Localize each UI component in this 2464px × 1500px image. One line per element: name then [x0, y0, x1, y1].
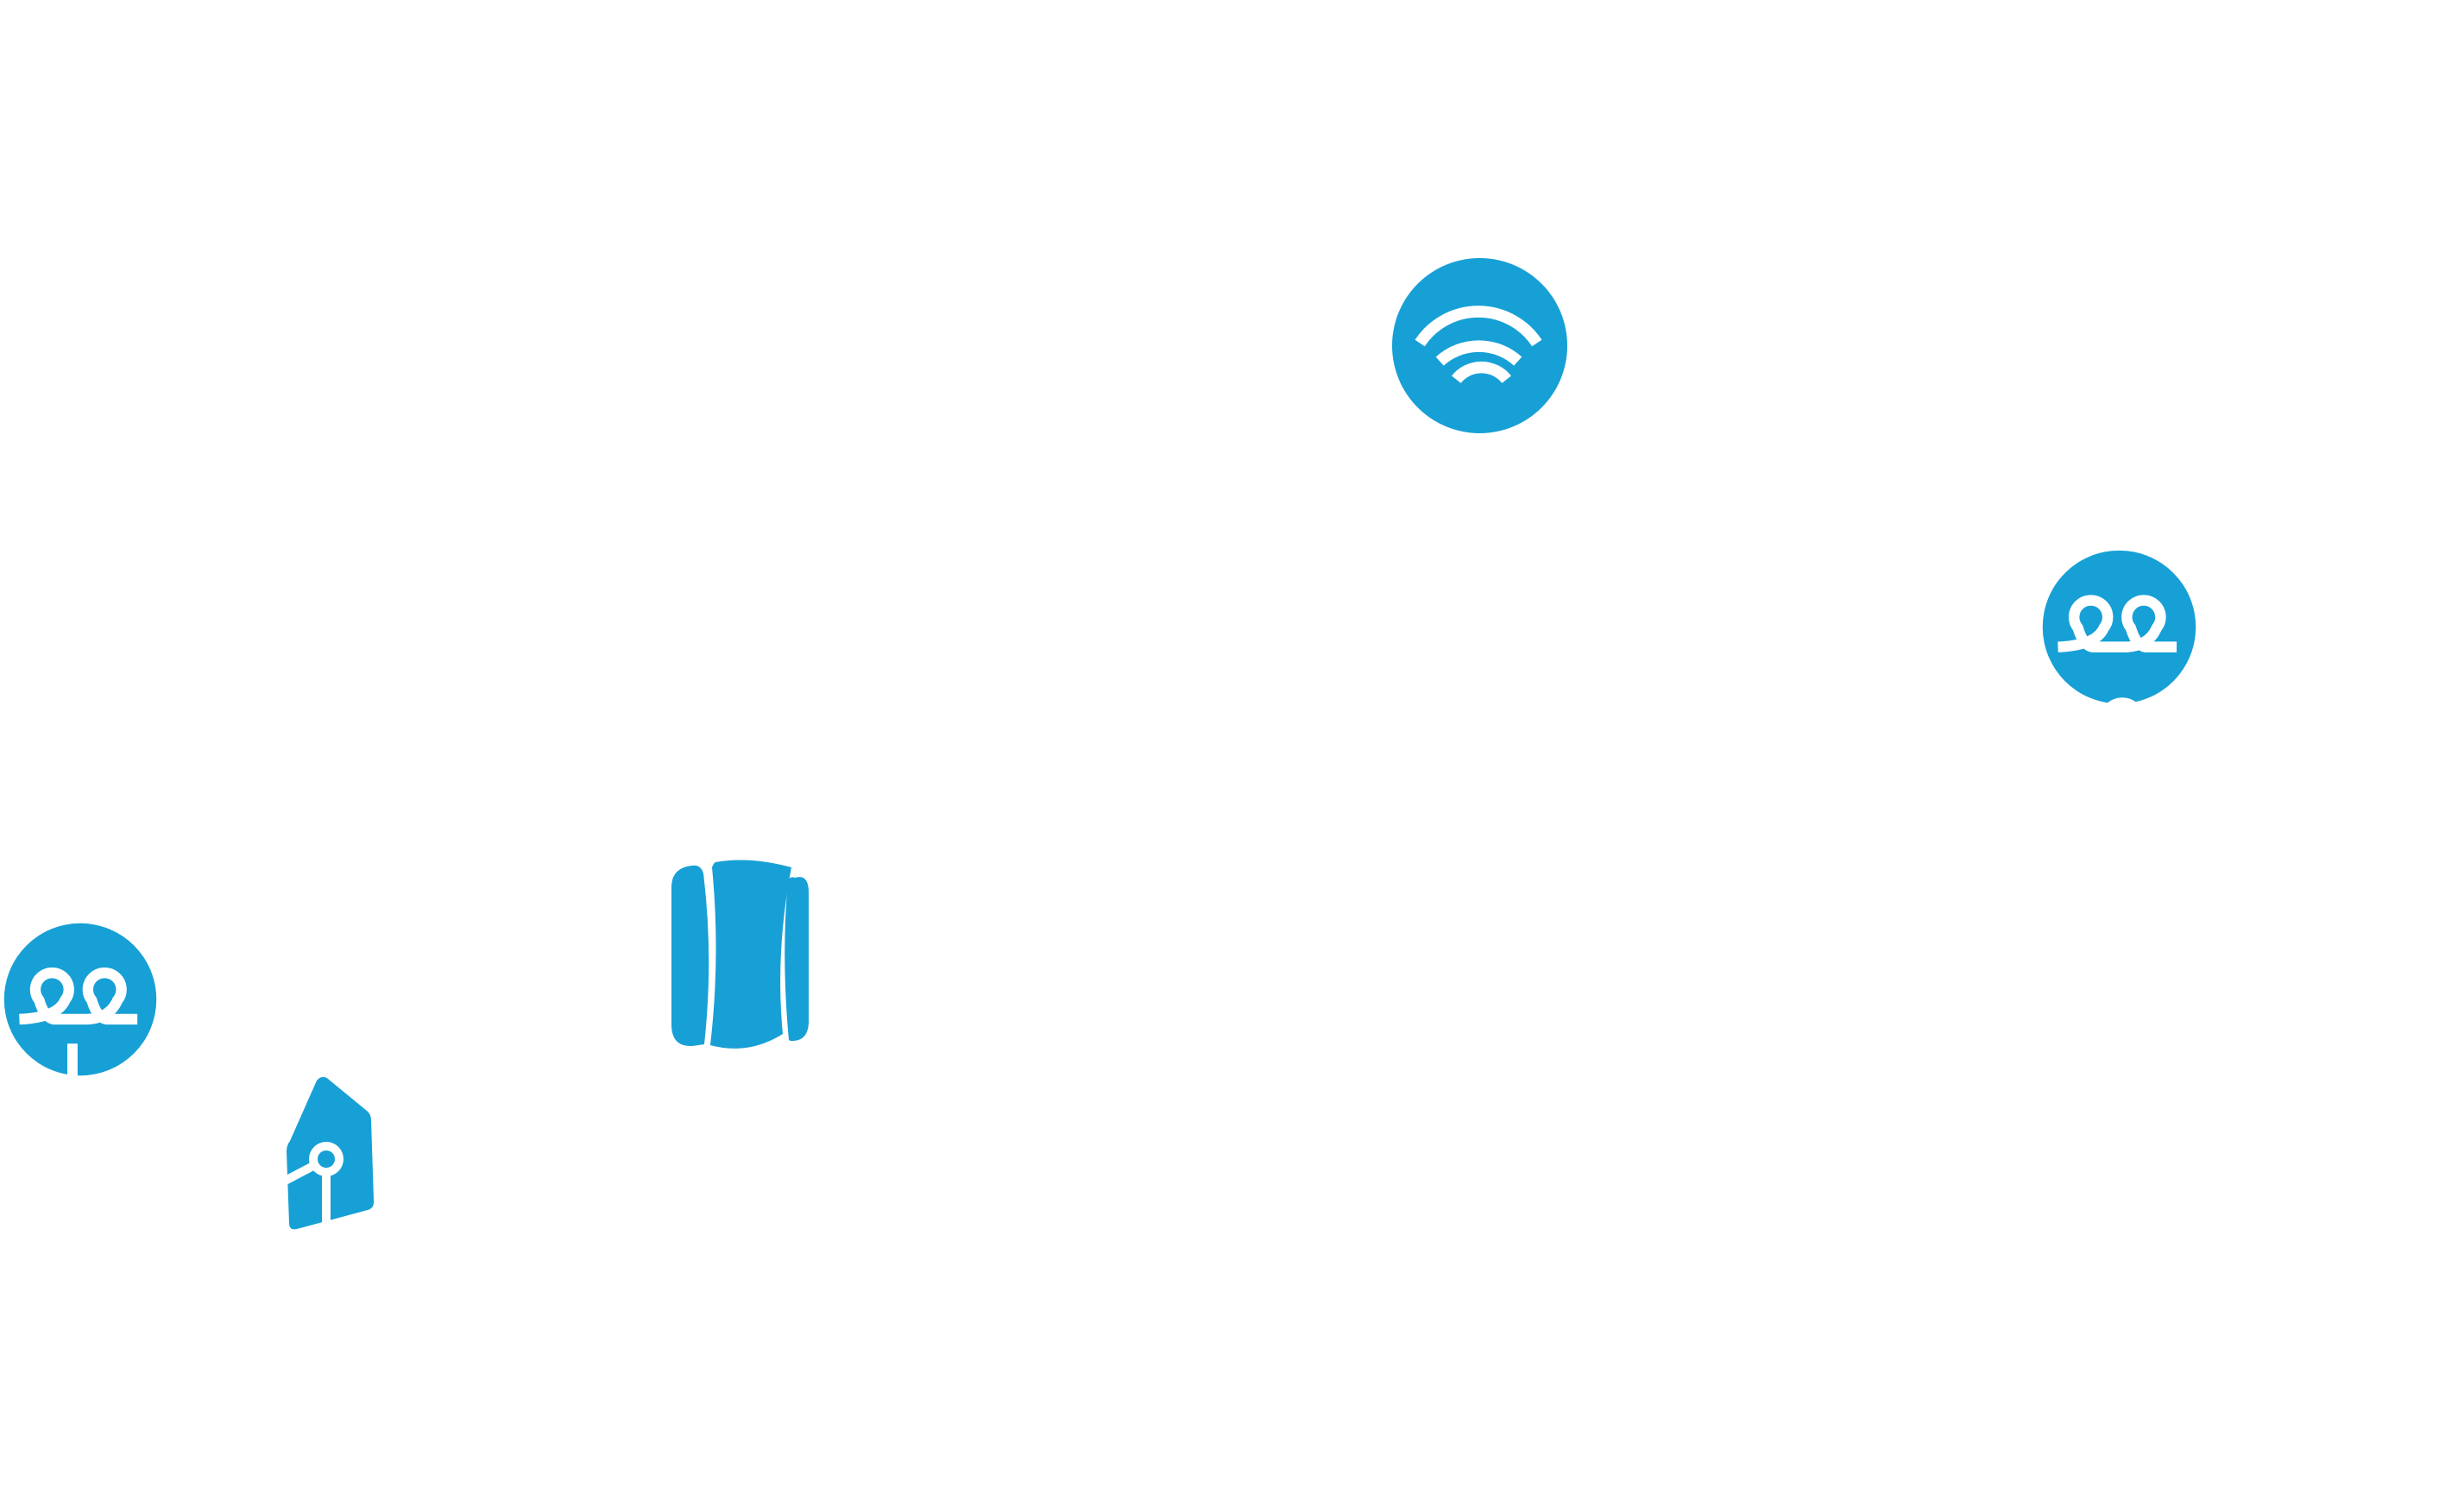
triple-pillar-icon: [671, 860, 809, 1049]
double-loop-squiggle-icon: [2042, 550, 2196, 727]
wifi-wave-middle: [1435, 340, 1522, 366]
bottom-notch-cutout: [2099, 697, 2146, 727]
double-loop-squiggle-icon: [3, 923, 157, 1077]
pin-node-icon: [279, 1076, 375, 1233]
wifi-wave-inner: [1452, 361, 1511, 384]
pin-node-center-dot: [318, 1150, 335, 1168]
wifi-icon: [1392, 258, 1567, 433]
double-loop-circle-marker-right[interactable]: [2041, 549, 2197, 727]
pillar-middle-slab: [710, 860, 791, 1049]
double-loop-squiggle: [2058, 595, 2177, 652]
bottom-stem-cutout: [67, 1043, 78, 1077]
double-loop-circle-marker-left[interactable]: [3, 922, 158, 1077]
triple-pillar-marker[interactable]: [671, 859, 810, 1055]
pillar-left-slab: [671, 865, 709, 1047]
pillar-right-slab: [785, 877, 809, 1042]
wifi-circle-marker[interactable]: [1391, 257, 1568, 434]
marker-circle-background: [2042, 550, 2196, 704]
house-tag-pin-marker[interactable]: [279, 1073, 375, 1234]
wifi-wave-outer: [1415, 306, 1542, 347]
double-loop-squiggle: [19, 967, 138, 1025]
wifi-waves: [1415, 306, 1542, 384]
pin-node: [279, 1142, 343, 1233]
marker-circle-background: [3, 923, 157, 1076]
